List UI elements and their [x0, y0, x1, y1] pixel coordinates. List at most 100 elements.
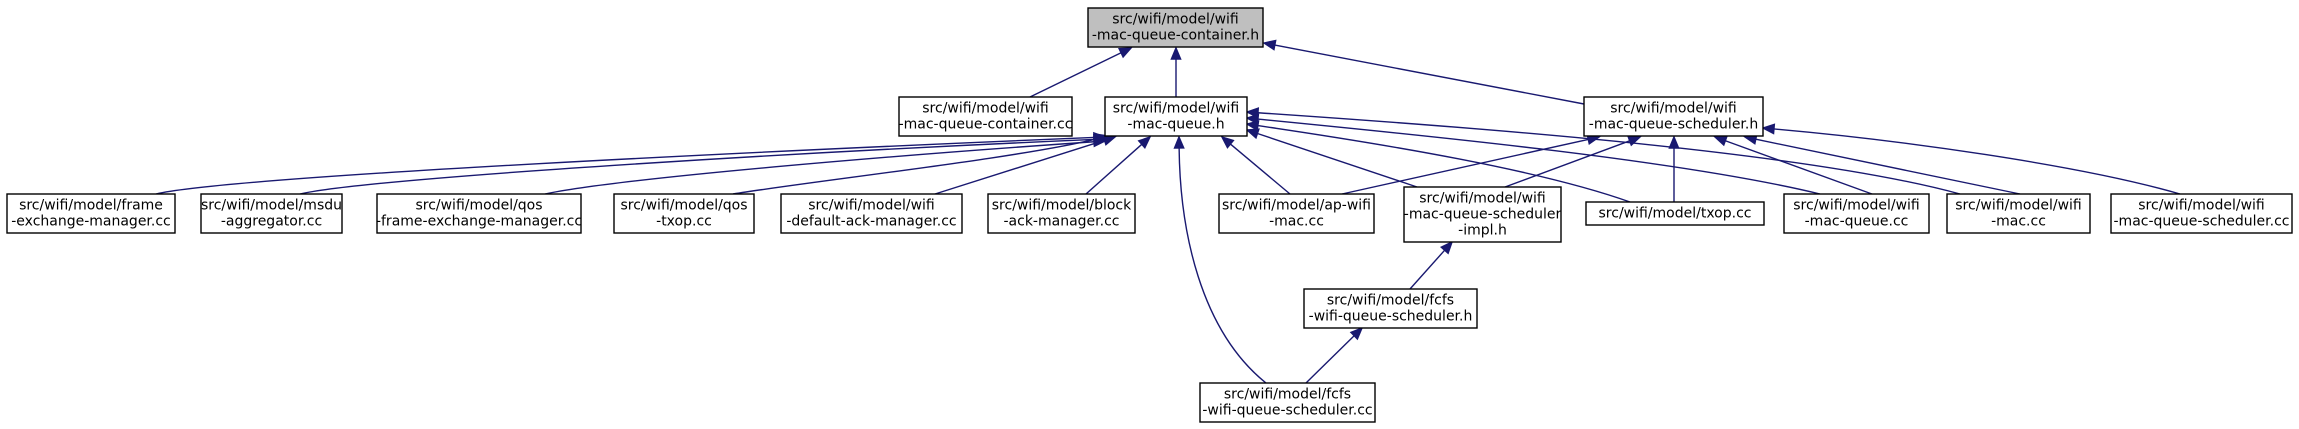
node-box	[376, 193, 582, 234]
edge-line	[1229, 143, 1291, 195]
node-label-line: src/wifi/model/wifi	[1419, 191, 1546, 207]
edge-mac_cc-to-queue_h	[1245, 107, 1961, 195]
edge-line	[544, 141, 1095, 195]
edge-fcfs_h-to-schedimpl_h	[1409, 240, 1454, 290]
node-box	[1087, 7, 1264, 48]
arrowhead	[1262, 39, 1277, 51]
node-label-line: -mac-queue.h	[1127, 117, 1224, 133]
arrowhead	[1349, 326, 1364, 341]
node-label-line: src/wifi/model/frame	[19, 198, 163, 214]
node-label-line: -mac.cc	[1269, 214, 1324, 230]
node-label-line: -txop.cc	[656, 214, 712, 230]
edge-line	[1274, 44, 1585, 105]
edge-ack_cc-to-queue_h	[934, 135, 1117, 195]
node-qosfem-cc[interactable]: src/wifi/model/qos-frame-exchange-manage…	[376, 193, 582, 234]
edge-line	[1085, 143, 1143, 195]
node-label-line: src/wifi/model/wifi	[1113, 101, 1240, 117]
node-sched-cc[interactable]: src/wifi/model/wifi-mac-queue-scheduler.…	[2110, 193, 2293, 234]
node-container-h[interactable]: src/wifi/model/wifi-mac-queue-container.…	[1087, 7, 1264, 48]
node-label-line: -mac-queue-container.cc	[899, 117, 1073, 133]
node-fcfs-h[interactable]: src/wifi/model/fcfs-wifi-queue-scheduler…	[1303, 288, 1478, 329]
node-box	[898, 96, 1073, 137]
node-msdu-cc[interactable]: src/wifi/model/msdu-aggregator.cc	[200, 193, 343, 234]
node-label-line: src/wifi/model/wifi	[1793, 198, 1920, 214]
node-label-line: src/wifi/model/qos	[415, 198, 542, 214]
node-label-line: src/wifi/model/wifi	[1610, 101, 1737, 117]
node-box	[1583, 96, 1764, 137]
edge-msdu_cc-to-queue_h	[299, 133, 1107, 195]
node-label-line: -wifi-queue-scheduler.h	[1309, 309, 1473, 325]
node-box	[1104, 96, 1248, 137]
node-label-line: -ack-manager.cc	[1004, 214, 1120, 230]
node-label-line: src/wifi/model/wifi	[1955, 198, 2082, 214]
arrowhead	[1137, 135, 1152, 150]
node-label-line: src/wifi/model/wifi	[808, 198, 935, 214]
edge-apwifi_cc-to-scheduler_h	[1341, 134, 1601, 195]
edge-scheduler_h-to-container_h	[1262, 39, 1585, 105]
edge-line	[1305, 335, 1355, 384]
node-label-line: src/wifi/model/qos	[620, 198, 747, 214]
node-box	[1585, 201, 1765, 226]
node-apwifi-cc[interactable]: src/wifi/model/ap-wifi-mac.cc	[1218, 193, 1375, 234]
edge-line	[155, 136, 1095, 195]
node-label-line: src/wifi/model/block	[992, 198, 1132, 214]
node-box	[6, 193, 176, 234]
nodes-layer: src/wifi/model/wifi-mac-queue-container.…	[6, 7, 2293, 423]
arrowhead	[1439, 240, 1454, 255]
edge-line	[1178, 147, 1267, 384]
node-label-line: -exchange-manager.cc	[11, 214, 171, 230]
edge-fcfs_cc-to-queue_h	[1173, 135, 1267, 384]
node-label-line: -mac-queue.cc	[1805, 214, 1909, 230]
edge-mac_cc-to-scheduler_h	[1743, 133, 2021, 195]
node-label-line: -mac-queue-scheduler.h	[1589, 117, 1758, 133]
node-ack-cc[interactable]: src/wifi/model/wifi-default-ack-manager.…	[780, 193, 963, 234]
arrowhead	[1173, 135, 1185, 149]
edge-container_cc-to-container_h	[1029, 47, 1133, 98]
node-block-cc[interactable]: src/wifi/model/block-ack-manager.cc	[987, 193, 1136, 234]
arrowhead	[1220, 135, 1235, 149]
edge-queue_cc-to-scheduler_h	[1713, 135, 1873, 195]
edge-line	[1504, 140, 1630, 188]
node-label-line: -wifi-queue-scheduler.cc	[1202, 403, 1372, 419]
node-txop-cc[interactable]: src/wifi/model/txop.cc	[1585, 201, 1765, 226]
edge-line	[299, 138, 1095, 195]
node-label-line: src/wifi/model/wifi	[2138, 198, 2265, 214]
node-label-line: -aggregator.cc	[221, 214, 322, 230]
edge-schedimpl_h-to-queue_h	[1245, 128, 1418, 188]
edge-line	[1755, 138, 2021, 195]
node-queue-cc[interactable]: src/wifi/model/wifi-mac-queue.cc	[1783, 193, 1930, 234]
arrowhead	[1170, 46, 1182, 60]
node-label-line: src/wifi/model/fcfs	[1224, 387, 1351, 403]
node-mac-cc[interactable]: src/wifi/model/wifi-mac.cc	[1946, 193, 2091, 234]
edge-block_cc-to-queue_h	[1085, 135, 1152, 195]
node-queue-h[interactable]: src/wifi/model/wifi-mac-queue.h	[1104, 96, 1248, 137]
node-box	[613, 193, 755, 234]
edge-fcfs_cc-to-fcfs_h	[1305, 326, 1364, 384]
node-label-line: -mac.cc	[1991, 214, 2046, 230]
node-label-line: src/wifi/model/fcfs	[1327, 293, 1454, 309]
node-qostxop-cc[interactable]: src/wifi/model/qos-txop.cc	[613, 193, 755, 234]
arrowhead	[1761, 123, 1776, 135]
node-scheduler-h[interactable]: src/wifi/model/wifi-mac-queue-scheduler.…	[1583, 96, 1764, 137]
node-label-line: -mac-queue-scheduler	[1404, 207, 1562, 223]
node-box	[1199, 382, 1376, 423]
node-frame-cc[interactable]: src/wifi/model/frame-exchange-manager.cc	[6, 193, 176, 234]
arrowhead	[1245, 107, 1260, 119]
node-label-line: src/wifi/model/wifi	[922, 101, 1049, 117]
edge-line	[732, 137, 1098, 195]
node-label-line: src/wifi/model/ap-wifi	[1222, 198, 1371, 214]
edge-line	[1409, 249, 1446, 290]
edge-line	[1257, 112, 1961, 195]
edge-line	[1257, 118, 1821, 195]
arrowhead	[1245, 128, 1260, 140]
node-box	[200, 193, 343, 234]
node-fcfs-cc[interactable]: src/wifi/model/fcfs-wifi-queue-scheduler…	[1199, 382, 1376, 423]
node-box	[1303, 288, 1478, 329]
node-box	[987, 193, 1136, 234]
node-schedimpl-h[interactable]: src/wifi/model/wifi-mac-queue-scheduler-…	[1403, 186, 1562, 243]
node-box	[1218, 193, 1375, 234]
edge-line	[1341, 138, 1589, 195]
edge-schedimpl_h-to-scheduler_h	[1504, 135, 1642, 188]
node-container-cc[interactable]: src/wifi/model/wifi-mac-queue-container.…	[898, 96, 1073, 137]
